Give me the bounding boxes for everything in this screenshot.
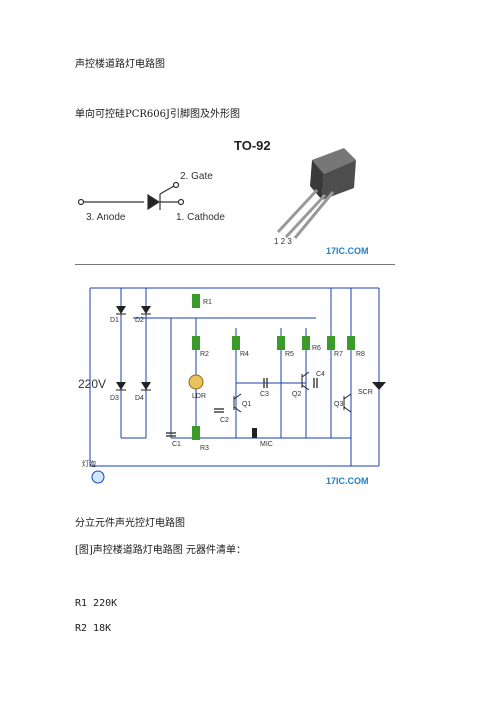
bom-item: R2 18K bbox=[75, 623, 112, 634]
to92-package bbox=[276, 148, 356, 239]
label-c3: C3 bbox=[260, 391, 269, 398]
doc-title: 声控楼道路灯电路图 bbox=[75, 59, 165, 70]
scr-symbol-circuit bbox=[372, 382, 386, 390]
label-mic: MIC bbox=[260, 441, 273, 448]
label-r6: R6 bbox=[312, 345, 321, 352]
capacitors bbox=[166, 378, 318, 437]
label-r1: R1 bbox=[203, 299, 212, 306]
cathode-label: 1. Cathode bbox=[176, 212, 225, 223]
label-r5: R5 bbox=[285, 351, 294, 358]
diode-bridge bbox=[116, 306, 151, 391]
watermark-top: 17IC.COM bbox=[326, 246, 369, 256]
transistors bbox=[233, 371, 352, 413]
label-r2: R2 bbox=[200, 351, 209, 358]
label-q3: Q3 bbox=[334, 401, 343, 408]
circuit-diagram: 220V D1 D2 D3 D4 R1 R2 R3 R4 R5 R6 R7 R8… bbox=[78, 287, 386, 486]
label-c4: C4 bbox=[316, 371, 325, 378]
package-label: TO-92 bbox=[234, 138, 271, 153]
pin-numbers: 1 2 3 bbox=[274, 237, 292, 246]
bom-heading: [图]声控楼道路灯电路图 元器件清单： bbox=[75, 545, 246, 556]
label-c2: C2 bbox=[220, 417, 229, 424]
lamp-label: 灯泡 bbox=[82, 459, 96, 468]
label-r3: R3 bbox=[200, 445, 209, 452]
wires bbox=[89, 287, 380, 467]
label-d2: D2 bbox=[135, 317, 144, 324]
scr-symbol bbox=[77, 181, 185, 211]
label-ldr: LDR bbox=[192, 393, 206, 400]
voltage-label: 220V bbox=[78, 377, 106, 391]
pinout-heading: 单向可控硅PCR606J引脚图及外形图 bbox=[75, 109, 241, 120]
label-r8: R8 bbox=[356, 351, 365, 358]
ldr-symbol bbox=[188, 374, 204, 390]
label-d3: D3 bbox=[110, 395, 119, 402]
circuit-caption: 分立元件声光控灯电路图 bbox=[75, 518, 185, 529]
lamp-symbol bbox=[91, 470, 105, 484]
scr-pinout-figure: TO-92 2. Gate 3. Anode 1. Cathode 1 2 3 … bbox=[77, 138, 369, 256]
separator-line bbox=[75, 264, 395, 265]
label-r4: R4 bbox=[240, 351, 249, 358]
gate-label: 2. Gate bbox=[180, 171, 213, 182]
label-c1: C1 bbox=[172, 441, 181, 448]
label-d1: D1 bbox=[110, 317, 119, 324]
watermark-bottom: 17IC.COM bbox=[326, 476, 369, 486]
bom-item: R1 220K bbox=[75, 598, 118, 609]
label-q1: Q1 bbox=[242, 401, 251, 408]
mic-symbol bbox=[252, 428, 257, 438]
anode-label: 3. Anode bbox=[86, 212, 126, 223]
label-scr: SCR bbox=[358, 389, 373, 396]
resistors bbox=[192, 294, 355, 440]
label-d4: D4 bbox=[135, 395, 144, 402]
label-r7: R7 bbox=[334, 351, 343, 358]
label-q2: Q2 bbox=[292, 391, 301, 398]
